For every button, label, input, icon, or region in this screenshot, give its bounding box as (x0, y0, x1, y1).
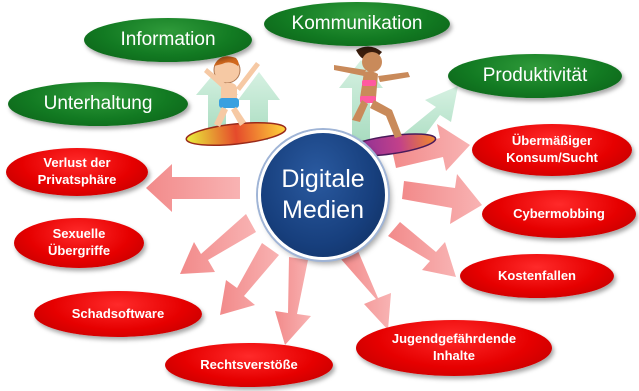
risk-arrow-konsum (392, 124, 470, 171)
risk-node-schadsoftware: Schadsoftware (34, 291, 202, 337)
risk-label: Sexuelle Übergriffe (47, 226, 111, 258)
risk-arrow-kostenfallen (388, 222, 456, 277)
risk-arrow-jugend (340, 251, 391, 330)
benefit-node-unterhaltung: Unterhaltung (8, 82, 188, 126)
surfer-boy-illustration (185, 56, 287, 146)
benefit-label: Produktivität (482, 65, 588, 86)
benefit-node-kommunikation: Kommunikation (264, 2, 450, 46)
benefit-label: Information (120, 29, 216, 50)
benefit-node-information: Information (84, 18, 252, 62)
surfer-girl-illustration (334, 46, 437, 157)
risk-label: Cybermobbing (513, 205, 605, 221)
risk-label: Schadsoftware (71, 305, 165, 321)
risk-arrow-rechtsverstoesse (275, 257, 311, 345)
benefit-label: Unterhaltung (43, 93, 153, 114)
risk-node-uebergriffe: Sexuelle Übergriffe (14, 218, 144, 268)
risk-arrow-uebergriffe (180, 214, 256, 274)
risk-arrow-cybermobbing (402, 174, 482, 224)
risk-arrow-privatsphaere (146, 164, 240, 212)
risk-label: Rechtsverstöße (200, 356, 298, 372)
center-label: Digitale Medien (281, 164, 365, 224)
risk-label: Kostenfallen (497, 267, 576, 283)
risk-node-kostenfallen: Kostenfallen (460, 254, 614, 298)
risk-node-jugendgefaehrdende-inhalte: Jugendgefährdende Inhalte (356, 320, 552, 376)
risk-node-konsum-sucht: Übermäßiger Konsum/Sucht (472, 124, 632, 176)
risk-node-rechtsverstoesse: Rechtsverstöße (165, 343, 333, 387)
benefit-label: Kommunikation (291, 13, 423, 34)
risk-arrow-schadsoftware (220, 243, 279, 315)
risk-label: Jugendgefährdende Inhalte (391, 331, 517, 363)
risk-label: Übermäßiger Konsum/Sucht (506, 133, 598, 165)
risk-label: Verlust der Privatsphäre (37, 155, 117, 187)
center-node-digitale-medien: Digitale Medien (258, 130, 388, 260)
benefit-arrow-left (238, 72, 280, 140)
benefit-node-produktivitaet: Produktivität (448, 54, 622, 98)
risk-node-cybermobbing: Cybermobbing (482, 190, 636, 238)
risk-node-privatsphaere: Verlust der Privatsphäre (6, 148, 148, 196)
